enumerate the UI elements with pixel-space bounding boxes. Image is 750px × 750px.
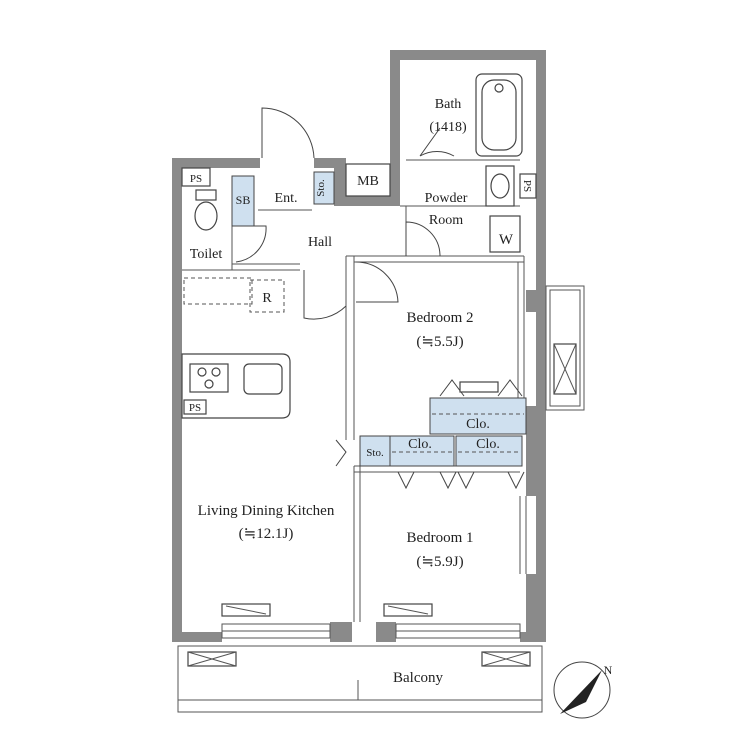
toilet-label: Toilet [190,247,223,262]
bedroom-2: Bedroom 2 (≒5.5J) Clo. [406,310,527,435]
balcony-windows [221,623,521,639]
balcony-label: Balcony [393,670,443,686]
ldk-size: (≒12.1J) [239,526,294,542]
hall-label: Hall [308,235,332,250]
bedroom1-closet-right-label: Clo. [476,437,500,452]
ps-bath-box [519,173,537,199]
ps-bath-label: PS [521,180,533,192]
bedroom1-closet-left [389,435,455,467]
sink [243,363,283,395]
bath-label: Bath [435,97,461,112]
shoe-box-label: SB [236,193,251,207]
ps-toilet-label: PS [190,173,202,185]
refrigerator [249,279,285,313]
counter-upper [183,277,253,305]
toilet-room: Toilet [190,189,267,263]
ps-toilet-box [181,167,211,187]
side-bay [545,285,585,411]
refrigerator-label: R [262,291,272,306]
balcony: Balcony [177,645,543,713]
meter-box-label: MB [357,174,379,189]
bedroom1-closet-right [455,435,523,467]
bedroom1-closet-left-label: Clo. [408,437,432,452]
powder-room-label-2: Room [429,213,463,228]
washer-pan [489,215,521,253]
toilet-door[interactable] [232,225,267,263]
ps-kitchen-box [183,399,207,415]
hall-door[interactable] [303,270,347,320]
bedroom2-label: Bedroom 2 [406,310,473,326]
powder-room: W Powder Room PS [405,165,537,257]
entrance-area: PS SB Sto. Ent. [181,107,335,227]
entrance-storage [313,171,335,205]
ps-kitchen-label: PS [189,402,201,414]
powder-room-door[interactable] [405,221,441,257]
bath-door[interactable] [419,127,455,157]
powder-room-label-1: Powder [425,191,468,206]
kitchen: R PS [181,277,291,419]
entrance-door[interactable] [261,107,315,159]
north-arrow-icon: N [553,661,613,719]
entrance-storage-label: Sto. [315,179,327,197]
entrance-label: Ent. [275,191,298,206]
ldk-label: Living Dining Kitchen [198,503,335,519]
bath-size-label: (1418) [429,120,467,135]
meter-box [345,163,391,197]
compass-north-label: N [604,663,613,677]
bedroom2-size: (≒5.5J) [416,334,463,350]
central-storage: Sto. Clo. Clo. [335,435,525,490]
bedroom1-label: Bedroom 1 [406,530,473,546]
bath-room: Bath (1418) [419,73,523,157]
bedroom2-door[interactable] [355,261,399,303]
bedroom2-closet-label: Clo. [466,417,490,432]
exterior-walls [172,50,546,642]
bedroom2-closet [429,397,527,435]
toilet-bowl [194,201,218,231]
bedroom1-size: (≒5.9J) [416,554,463,570]
ldk-storage-label: Sto. [366,447,384,459]
washer-label: W [499,232,514,248]
